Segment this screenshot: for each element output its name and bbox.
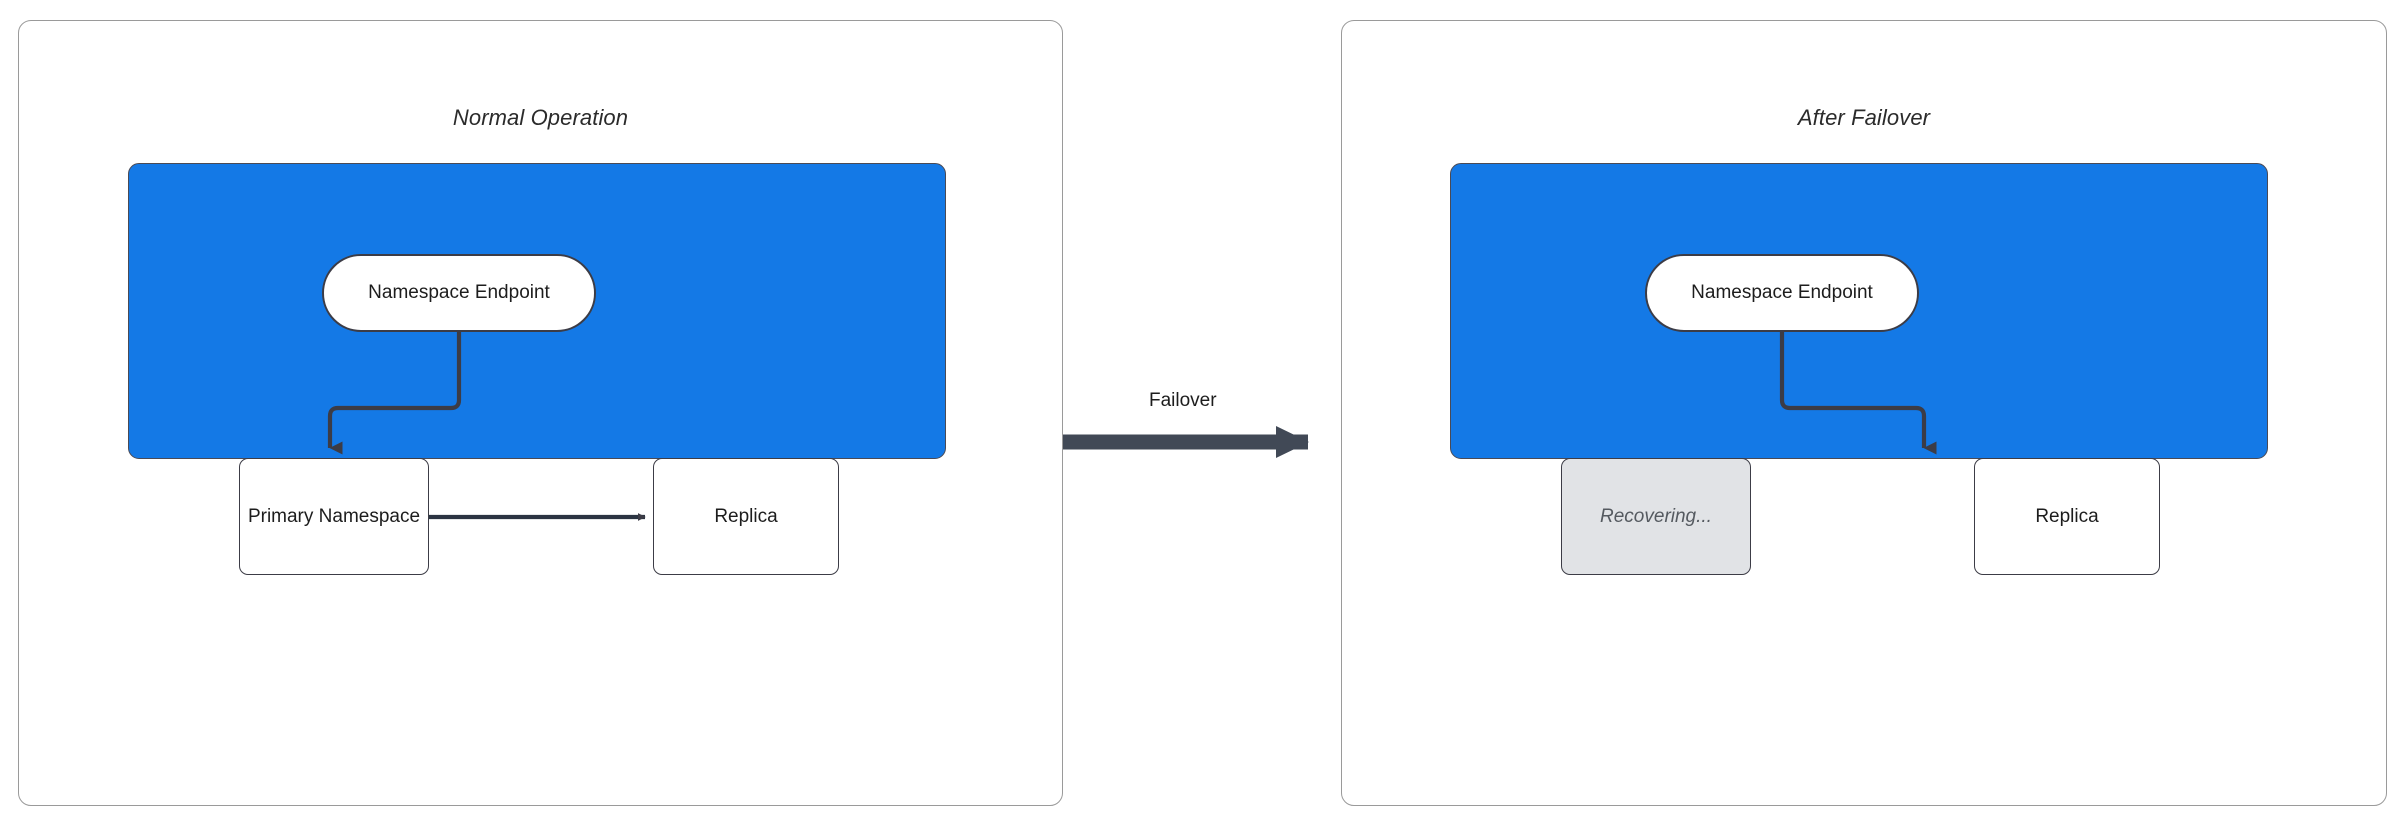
panel-title-normal-operation: Normal Operation [452, 105, 629, 130]
node-replica-left[interactable]: Replica [653, 458, 839, 575]
node-recovering[interactable]: Recovering... [1561, 458, 1751, 575]
node-namespace-endpoint-left[interactable]: Namespace Endpoint [322, 254, 596, 332]
node-namespace-endpoint-right[interactable]: Namespace Endpoint [1645, 254, 1919, 332]
node-primary-namespace[interactable]: Primary Namespace [239, 458, 429, 575]
transition-label-failover: Failover [1149, 390, 1217, 411]
panel-title-after-failover: After Failover [1797, 105, 1931, 130]
node-replica-right[interactable]: Replica [1974, 458, 2160, 575]
